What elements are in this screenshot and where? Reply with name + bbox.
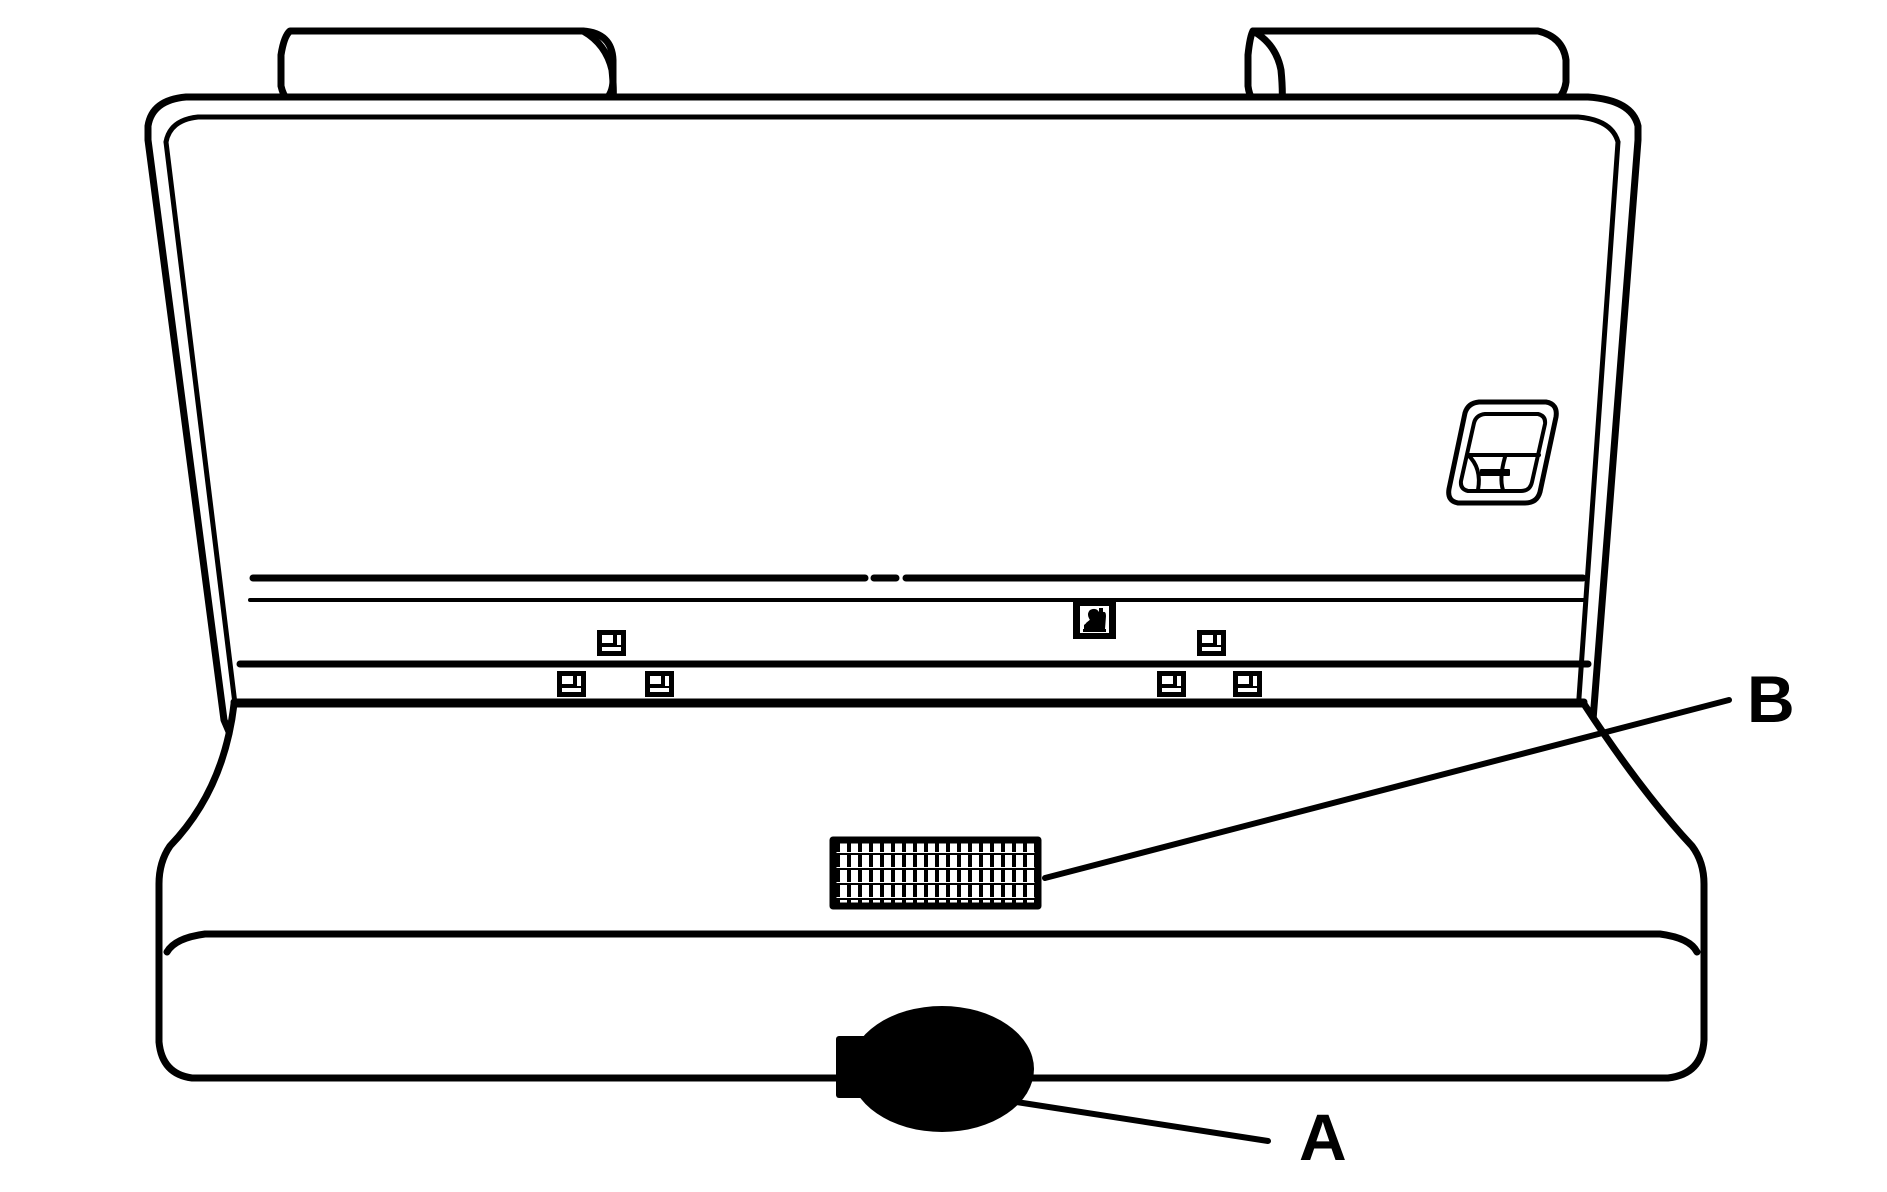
release-knob-body [850,1006,1034,1132]
black-oval-release-knob[interactable] [836,1006,1034,1132]
leader-line-a [1007,1098,1271,1144]
anchor-icon-3 [645,671,674,697]
seat-back-panel [144,93,1642,752]
leader-line-b [1042,697,1732,881]
anchor-icon-1 [597,630,626,656]
callout-label-b: B [1747,662,1795,736]
anchor-icon-4 [1157,671,1186,697]
mesh-vent-panel [829,836,1042,910]
release-lever-slot [1480,469,1510,476]
callout-label-a: A [1299,1100,1347,1174]
seat-release-lever[interactable] [1446,399,1559,506]
mesh-vent-fill [833,840,1038,906]
anchor-icon-5 [1233,671,1262,697]
anchor-icon-2 [557,671,586,697]
anchor-icon-6 [1197,630,1226,656]
mesh-vent-border [829,836,1042,910]
child-seat-tether-pictogram [1073,600,1116,639]
anchor-icon-group [557,600,1262,697]
callout-leaders [1007,697,1732,1144]
